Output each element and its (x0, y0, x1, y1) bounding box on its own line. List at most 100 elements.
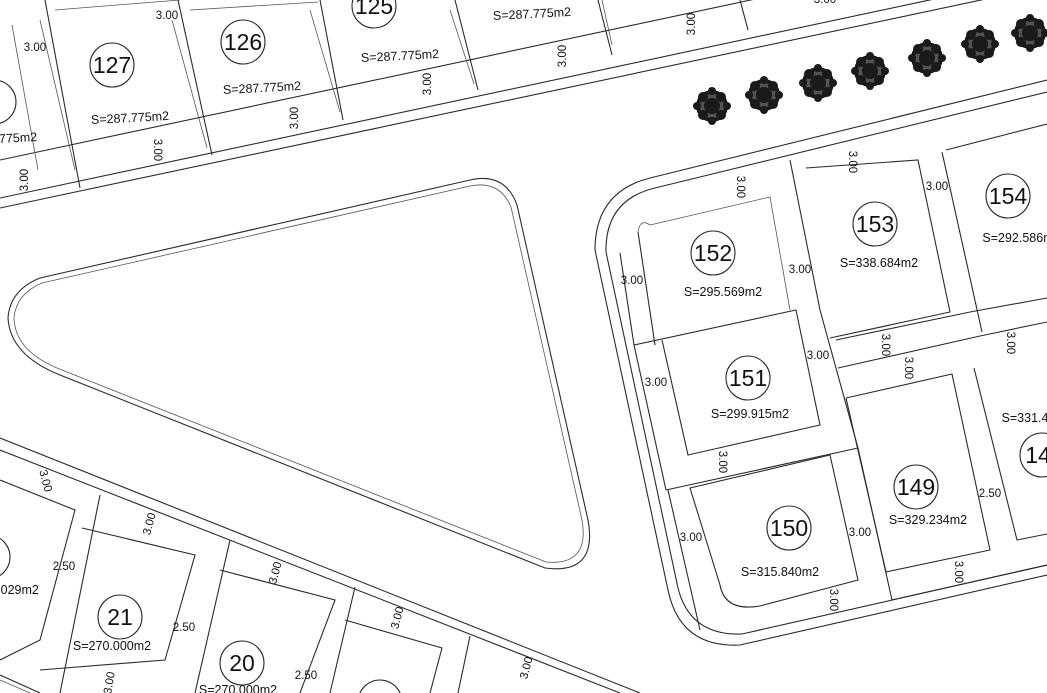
setback-label: 2.50 (173, 622, 195, 634)
lot-number-circle (359, 679, 401, 693)
setback-label: 3.00 (24, 42, 46, 54)
setback-label: 3.00 (645, 377, 667, 389)
setback-label: 2.50 (295, 670, 317, 682)
setback-label: 3.00 (680, 532, 702, 544)
setback-label: 3.00 (902, 357, 914, 379)
lot-number-circle (220, 19, 266, 65)
lot-22: .029m2 (0, 537, 39, 597)
lot-area: S=299.915m2 (711, 407, 789, 421)
setback-label: 3.00 (686, 13, 698, 35)
lot-area: S=270.000m2 (73, 639, 151, 653)
lot-number-circle (219, 640, 265, 686)
setback-label: 3.00 (716, 451, 728, 473)
lot-21: 21 S=270.000m2 (73, 594, 151, 653)
tree-icon (799, 64, 837, 102)
lot-number-circle (1019, 432, 1047, 478)
lot-area: S=295.569m2 (684, 285, 762, 299)
lot-area: S=338.684m2 (840, 256, 918, 270)
setback-label: 3.00 (734, 176, 746, 198)
setback-label: 3.00 (289, 107, 301, 129)
lot-148: 14 S=331.4 (1002, 411, 1047, 478)
lot-number-circle (893, 464, 939, 510)
tree-row (693, 14, 1047, 125)
lot-number-circle (766, 505, 812, 551)
lot-area: S=287.775m2 (91, 109, 170, 127)
lot-area: S=270.000m2 (199, 683, 277, 693)
right-block-lines (594, 79, 1047, 646)
setback-label: 3.00 (621, 275, 643, 287)
lot-area: S=292.586m (982, 231, 1047, 245)
lot-number: 152 (694, 240, 732, 266)
lot-number: 151 (729, 365, 767, 391)
lot-number-circle (725, 355, 771, 401)
lot-128: 775m2 (0, 80, 37, 146)
setback-label: 3.00 (19, 169, 31, 191)
lot-number-circle (690, 230, 736, 276)
setback-label: 3.00 (1004, 332, 1016, 354)
lot-150: 150 S=315.840m2 (741, 505, 819, 579)
tree-icon (745, 76, 783, 114)
setback-label: 3.00 (156, 10, 178, 22)
lot-area: S=287.775m2 (361, 47, 440, 65)
lot-area: .029m2 (0, 583, 39, 597)
lot-area: S=315.840m2 (741, 565, 819, 579)
lot-125: 125 S=287.775m2 (351, 0, 440, 65)
lot-number: 127 (93, 52, 131, 78)
setback-label: 3.00 (879, 334, 891, 356)
lot-area: 775m2 (0, 130, 37, 146)
lot-149: 149 S=329.234m2 (889, 464, 967, 527)
tree-icon (851, 52, 889, 90)
lot-124: S=287.775m2 (493, 5, 572, 23)
setback-label: 3.00 (389, 606, 406, 631)
setback-label: 3.00 (814, 0, 836, 6)
lot-area: S=331.4 (1002, 411, 1047, 425)
setback-label: 3.00 (827, 589, 839, 611)
setback-label: 3.00 (518, 656, 535, 681)
setback-label: 3.00 (36, 469, 53, 494)
lot-number: 125 (355, 0, 393, 19)
tree-icon (961, 25, 999, 63)
lot-154: 154 S=292.586m (982, 173, 1047, 245)
lot-number: 20 (229, 650, 255, 676)
lot-number: 126 (224, 29, 262, 55)
lot-number-circle (89, 42, 135, 88)
setback-labels: 3.00 3.00 3.00 3.00 3.00 3.00 3.00 3.00 … (19, 0, 1016, 693)
tree-icon (693, 87, 731, 125)
setback-label: 2.50 (979, 488, 1001, 500)
setback-label: 3.00 (141, 512, 158, 537)
lot-number: 154 (989, 183, 1028, 209)
lot-number-circle (0, 80, 17, 124)
lot-126: 126 S=287.775m2 (220, 19, 302, 97)
setback-label: 3.00 (151, 139, 163, 161)
lot-area: S=287.775m2 (223, 79, 302, 97)
setback-label: 2.50 (53, 561, 75, 573)
setback-label: 3.00 (849, 527, 871, 539)
lot-number: 14 (1025, 442, 1047, 468)
top-block-lines (0, 0, 984, 209)
lot-151: 151 S=299.915m2 (711, 355, 789, 421)
lot-number-circle (0, 537, 11, 577)
lot-20: 20 S=270.000m2 (199, 640, 277, 693)
triangle-park (7, 177, 591, 570)
setback-label: 3.00 (846, 151, 858, 173)
setback-label: 3.00 (952, 561, 964, 583)
tree-icon (1011, 14, 1047, 52)
lot-number-circle (351, 0, 397, 29)
setback-label: 3.00 (926, 181, 948, 193)
tree-icon (908, 39, 946, 77)
lot-152: 152 S=295.569m2 (684, 230, 762, 299)
lot-number-circle (985, 173, 1031, 219)
lot-area: S=287.775m2 (493, 5, 572, 23)
lot-area: S=329.234m2 (889, 513, 967, 527)
setback-label: 3.00 (267, 561, 284, 586)
lot-number: 150 (770, 515, 808, 541)
lot-127: 127 S=287.775m2 (89, 42, 170, 127)
bottom-left-block-lines (0, 437, 641, 693)
lot-number: 153 (856, 211, 894, 237)
setback-label: 3.00 (789, 264, 811, 276)
setback-label: 3.00 (557, 45, 569, 67)
setback-label: 3.00 (102, 671, 118, 693)
lot-number: 21 (107, 604, 133, 630)
setback-label: 3.00 (807, 350, 829, 362)
